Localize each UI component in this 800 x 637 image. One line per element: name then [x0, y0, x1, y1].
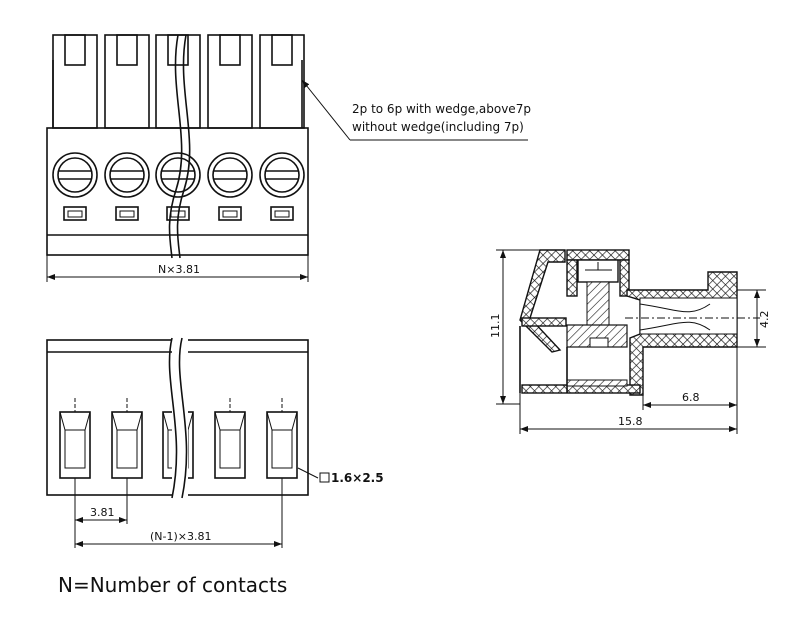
wedge-note-line1: 2p to 6p with wedge,above7p	[352, 102, 531, 116]
width-dim-label: N×3.81	[158, 263, 200, 276]
pin-hole-dim-label: 1.6×2.5	[331, 471, 384, 485]
release-slot	[270, 206, 294, 221]
top-view: 2p to 6p with wedge,above7p without wedg…	[46, 34, 531, 282]
note-leader	[301, 79, 351, 141]
wire-entry	[271, 34, 293, 66]
wire-entry	[219, 34, 241, 66]
wedge-note-line2: without wedge(including 7p)	[352, 120, 524, 134]
screw-circle	[259, 152, 305, 198]
side-view: 11.1 4.2 6.8 15.8	[489, 249, 771, 434]
pitch-dim-label: 3.81	[90, 506, 115, 519]
terminal-tab	[207, 34, 253, 129]
terminal-tab	[104, 34, 150, 129]
terminal-tab	[259, 34, 305, 129]
screw-circle	[52, 152, 98, 198]
length-dim-label: 15.8	[618, 415, 643, 428]
screw-circle	[155, 152, 201, 198]
terminal-tab	[155, 34, 201, 129]
depth-dim-label: 6.8	[682, 391, 700, 404]
release-slot	[218, 206, 242, 221]
caption: N=Number of contacts	[58, 573, 287, 597]
screw-circle	[207, 152, 253, 198]
break-line	[168, 34, 183, 259]
release-slot	[63, 206, 87, 221]
span-dim-label: (N-1)×3.81	[150, 530, 212, 543]
height-dim-label: 11.1	[489, 314, 502, 339]
bottom-view: 1.6×2.5 3.81 (N-1)×3.81	[46, 336, 384, 548]
opening-dim-label: 4.2	[758, 311, 771, 329]
wire-entry	[116, 34, 138, 66]
terminal-tab	[52, 34, 98, 129]
wire-entry	[64, 34, 86, 66]
release-slot	[115, 206, 139, 221]
screw-circle	[104, 152, 150, 198]
